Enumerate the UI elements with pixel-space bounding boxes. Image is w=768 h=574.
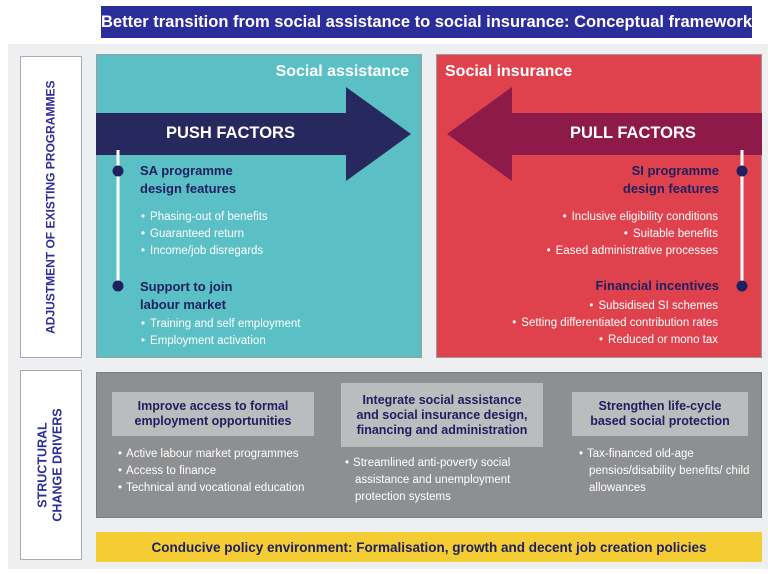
access-employment-box: Improve access to formal employment oppo…: [112, 392, 314, 436]
side-label-adjustment-text: ADJUSTMENT OF EXISTING PROGRAMMES: [43, 80, 58, 334]
list-item: Technical and vocational education: [118, 480, 333, 497]
list-item: Income/job disregards: [141, 243, 268, 260]
access-employment-list: Active labour market programmes Access t…: [118, 446, 333, 497]
list-item: Guaranteed return: [141, 226, 268, 243]
life-cycle-heading-line2: based social protection: [590, 414, 730, 428]
list-item: Suitable benefits: [547, 226, 718, 243]
list-item: Employment activation: [141, 333, 300, 350]
side-label-structural-text: STRUCTURAL CHANGE DRIVERS: [36, 408, 66, 521]
si-design-list: Inclusive eligibility conditions Suitabl…: [547, 209, 718, 260]
access-employment-heading-line2: employment opportunities: [134, 414, 292, 428]
si-design-heading: SI programme design features: [623, 162, 719, 198]
sa-support-list: Training and self employment Employment …: [141, 316, 300, 350]
si-financial-heading: Financial incentives: [595, 278, 719, 293]
life-cycle-heading: Strengthen life-cycle based social prote…: [590, 399, 730, 429]
list-item: Subsidised SI schemes: [512, 298, 718, 315]
list-item: Phasing-out of benefits: [141, 209, 268, 226]
social-insurance-title: Social insurance: [445, 63, 573, 80]
integrate-systems-heading: Integrate social assistance and social i…: [357, 393, 528, 438]
integrate-systems-box: Integrate social assistance and social i…: [341, 383, 543, 447]
integrate-systems-list: Streamlined anti-poverty social assistan…: [345, 455, 545, 506]
life-cycle-heading-line1: Strengthen life-cycle: [598, 399, 722, 413]
list-item: Training and self employment: [141, 316, 300, 333]
list-item: Tax-financed old-age pensios/disability …: [579, 446, 755, 497]
list-item: Access to finance: [118, 463, 333, 480]
si-financial-list: Subsidised SI schemes Setting differenti…: [512, 298, 718, 349]
si-design-heading-line1: SI programme: [631, 163, 719, 178]
access-employment-heading: Improve access to formal employment oppo…: [135, 399, 292, 429]
list-item: Reduced or mono tax: [512, 332, 718, 349]
list-item: Streamlined anti-poverty social assistan…: [345, 455, 545, 506]
sa-support-heading-line2: labour market: [140, 297, 226, 312]
integrate-systems-heading-line1: Integrate social assistance: [362, 392, 522, 407]
list-item: Eased administrative processes: [547, 243, 718, 260]
access-employment-heading-line1: Improve access to formal: [137, 399, 289, 413]
side-label-structural-line2: CHANGE DRIVERS: [51, 408, 65, 522]
life-cycle-list: Tax-financed old-age pensios/disability …: [579, 446, 755, 497]
list-item: Setting differentiated contribution rate…: [512, 315, 718, 332]
integrate-systems-heading-line3: financing and administration: [356, 422, 528, 437]
side-label-structural-line1: STRUCTURAL: [36, 422, 50, 508]
side-label-adjustment: ADJUSTMENT OF EXISTING PROGRAMMES: [20, 56, 82, 358]
sa-design-list: Phasing-out of benefits Guaranteed retur…: [141, 209, 268, 260]
sa-design-heading-line2: design features: [140, 181, 237, 196]
push-factors-label: PUSH FACTORS: [166, 124, 295, 142]
policy-environment-bar: Conducive policy environment: Formalisat…: [96, 532, 762, 562]
sa-support-heading-line1: Support to join: [140, 279, 233, 294]
list-item: Inclusive eligibility conditions: [547, 209, 718, 226]
sa-design-heading: SA programme design features: [140, 162, 236, 198]
diagram-title: Better transition from social assistance…: [101, 6, 752, 38]
integrate-systems-heading-line2: and social insurance design,: [356, 407, 528, 422]
sa-design-heading-line1: SA programme: [140, 163, 233, 178]
side-label-structural: STRUCTURAL CHANGE DRIVERS: [20, 370, 82, 560]
list-item: Active labour market programmes: [118, 446, 333, 463]
si-design-heading-line2: design features: [622, 181, 719, 196]
life-cycle-box: Strengthen life-cycle based social prote…: [572, 392, 748, 436]
pull-factors-label: PULL FACTORS: [570, 124, 696, 142]
sa-support-heading: Support to join labour market: [140, 278, 232, 314]
social-assistance-title: Social assistance: [275, 63, 409, 80]
